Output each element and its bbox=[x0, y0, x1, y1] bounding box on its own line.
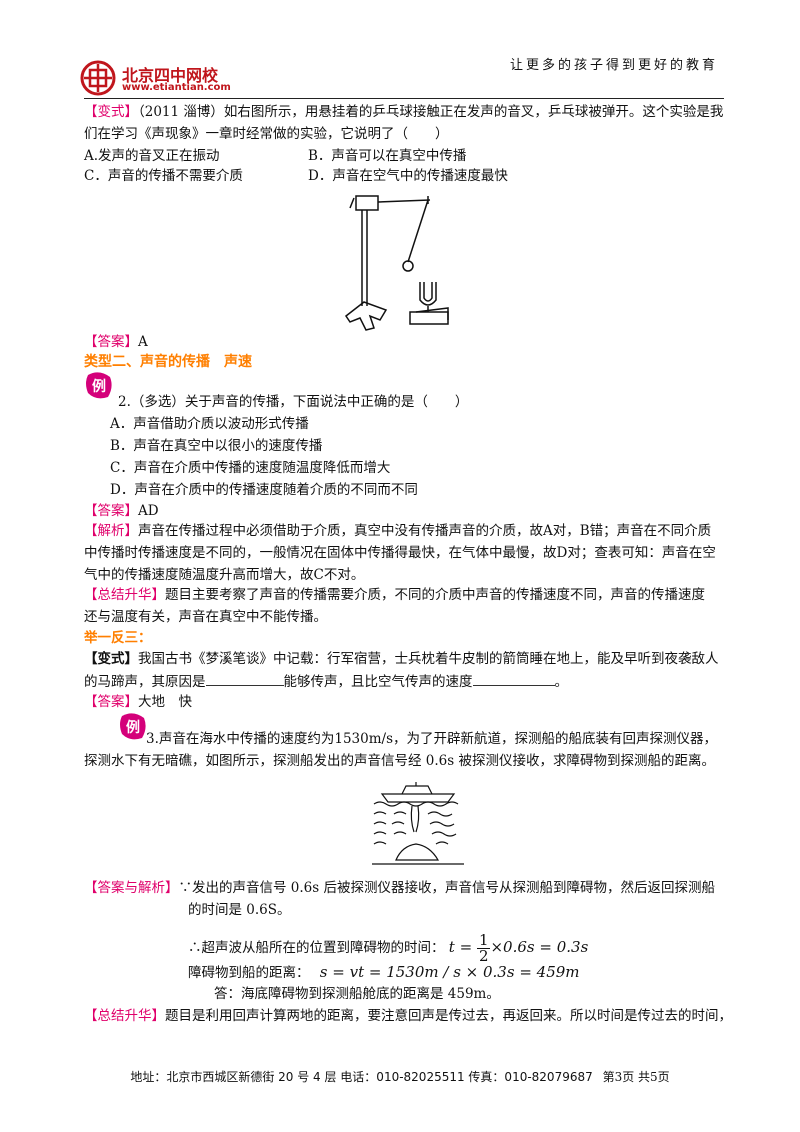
juyi-answer: 【答案】大地 快 bbox=[84, 694, 192, 710]
q2-option-d: D．声音在介质中的传播速度随着介质的不同而不同 bbox=[110, 482, 418, 498]
q1-option-b: B．声音可以在真空中传播 bbox=[308, 148, 467, 164]
q1-line2: 们在学习《声现象》一章时经常做的实验，它说明了（ ） bbox=[84, 126, 449, 142]
juyi-answer-tag: 【答案】 bbox=[84, 694, 138, 710]
q2-stem: 2.（多选）关于声音的传播，下面说法中正确的是（ ） bbox=[118, 394, 469, 410]
q3-answer-2: 的时间是 0.6S。 bbox=[188, 902, 291, 918]
juyi-line1: 【变式】我国古书《梦溪笔谈》中记载：行军宿营，士兵枕着牛皮制的箭筒睡在地上，能及… bbox=[84, 651, 719, 667]
footer-address: 地址：北京市西城区新德街 20 号 4 层 电话：010-82025511 传真… bbox=[130, 1070, 593, 1084]
q2-analysis-3: 气中的传播速度随温度升高而增大，故C不对。 bbox=[84, 567, 365, 583]
example-badge: 例 bbox=[118, 712, 146, 740]
eq1: t = 1 2 ×0.6s = 0.3s bbox=[448, 930, 589, 965]
q3-answer-4: 障碍物到船的距离： s = vt = 1530m / s × 0.3s = 45… bbox=[188, 963, 580, 981]
q1-tag: 【变式】 bbox=[84, 104, 138, 120]
q2-summary-2: 还与温度有关，声音在真空中不能传播。 bbox=[84, 609, 327, 625]
tuning-fork-figure bbox=[344, 195, 449, 331]
q1-option-d: D．声音在空气中的传播速度最快 bbox=[308, 168, 508, 184]
sonar-ship-figure bbox=[372, 782, 464, 865]
juyi-tag: 【变式】 bbox=[84, 651, 138, 667]
q1-option-c: C．声音的传播不需要介质 bbox=[84, 168, 243, 184]
q3-summary: 【总结升华】题目是利用回声计算两地的距离，要注意回声是传过去，再返回来。所以时间… bbox=[84, 1008, 732, 1024]
juyi-blank-2[interactable] bbox=[472, 671, 555, 686]
footer-page: 第3页 共5页 bbox=[602, 1070, 670, 1084]
juyi-title: 举一反三： bbox=[84, 630, 152, 646]
eq2: s = vt = 1530m / s × 0.3s = 459m bbox=[319, 963, 580, 981]
header-rule bbox=[84, 98, 724, 99]
q3-summary-tag: 【总结升华】 bbox=[84, 1008, 165, 1024]
q1-line1: 【变式】（2011 淄博）如右图所示，用悬挂着的乒乓球接触正在发声的音叉，乒乓球… bbox=[84, 104, 724, 120]
juyi-blank-1[interactable] bbox=[205, 671, 284, 686]
q3-answer-tag: 【答案与解析】 bbox=[84, 880, 179, 896]
q3-stem-1: 3.声音在海水中传播的速度约为1530m/s，为了开辟新航道，探测船的船底装有回… bbox=[146, 731, 718, 747]
q1-answer-tag: 【答案】 bbox=[84, 334, 138, 350]
q3-answer-3: ∴超声波从船所在的位置到障碍物的时间： t = 1 2 ×0.6s = 0.3s bbox=[188, 930, 589, 965]
juyi-line2: 的马蹄声，其原因是能够传声，且比空气传声的速度。 bbox=[84, 671, 568, 692]
q3-stem-2: 探测水下有无暗礁，如图所示，探测船发出的声音信号经 0.6s 被探测仪接收，求障… bbox=[84, 753, 715, 769]
logo-emblem-icon bbox=[80, 60, 116, 96]
q2-answer-tag: 【答案】 bbox=[84, 503, 138, 519]
q3-answer-1: 【答案与解析】∵发出的声音信号 0.6s 后被探测仪器接收，声音信号从探测船到障… bbox=[84, 880, 715, 896]
example-badge: 例 bbox=[84, 371, 112, 399]
example-badge-icon bbox=[86, 372, 112, 399]
q2-option-c: C．声音在介质中传播的速度随温度降低而增大 bbox=[110, 460, 391, 476]
logo-name: 北京四中网校 bbox=[122, 66, 219, 85]
footer: 地址：北京市西城区新德街 20 号 4 层 电话：010-82025511 传真… bbox=[0, 1068, 800, 1085]
q2-answer: 【答案】AD bbox=[84, 503, 159, 519]
section2-title: 类型二、声音的传播 声速 bbox=[84, 354, 252, 370]
q2-summary-tag: 【总结升华】 bbox=[84, 587, 165, 603]
q3-answer-5: 答：海底障碍物到探测船舱底的距离是 459m。 bbox=[214, 986, 500, 1002]
q2-option-a: A．声音借助介质以波动形式传播 bbox=[110, 416, 309, 432]
header: 北京四中网校 www.etiantian.com 让更多的孩子得到更好的教育 bbox=[0, 0, 800, 100]
logo-url: www.etiantian.com bbox=[122, 82, 231, 93]
q2-option-b: B．声音在真空中以很小的速度传播 bbox=[110, 438, 323, 454]
q2-analysis-1: 【解析】声音在传播过程中必须借助于介质，真空中没有传播声音的介质，故A对，B错；… bbox=[84, 523, 712, 539]
header-slogan: 让更多的孩子得到更好的教育 bbox=[509, 58, 718, 73]
q2-analysis-tag: 【解析】 bbox=[84, 523, 138, 539]
q1-option-a: A.发声的音叉正在振动 bbox=[84, 148, 220, 164]
q2-analysis-2: 中传播时传播速度是不同的，一般情况在固体中传播得最快，在气体中最慢，故D对；查表… bbox=[84, 545, 716, 561]
example-badge-icon bbox=[120, 713, 146, 740]
eq1-fraction: 1 2 bbox=[476, 930, 491, 965]
logo: 北京四中网校 www.etiantian.com bbox=[78, 58, 308, 98]
q1-answer: 【答案】A bbox=[84, 334, 148, 350]
q2-summary-1: 【总结升华】题目主要考察了声音的传播需要介质，不同的介质中声音的传播速度不同，声… bbox=[84, 587, 705, 603]
